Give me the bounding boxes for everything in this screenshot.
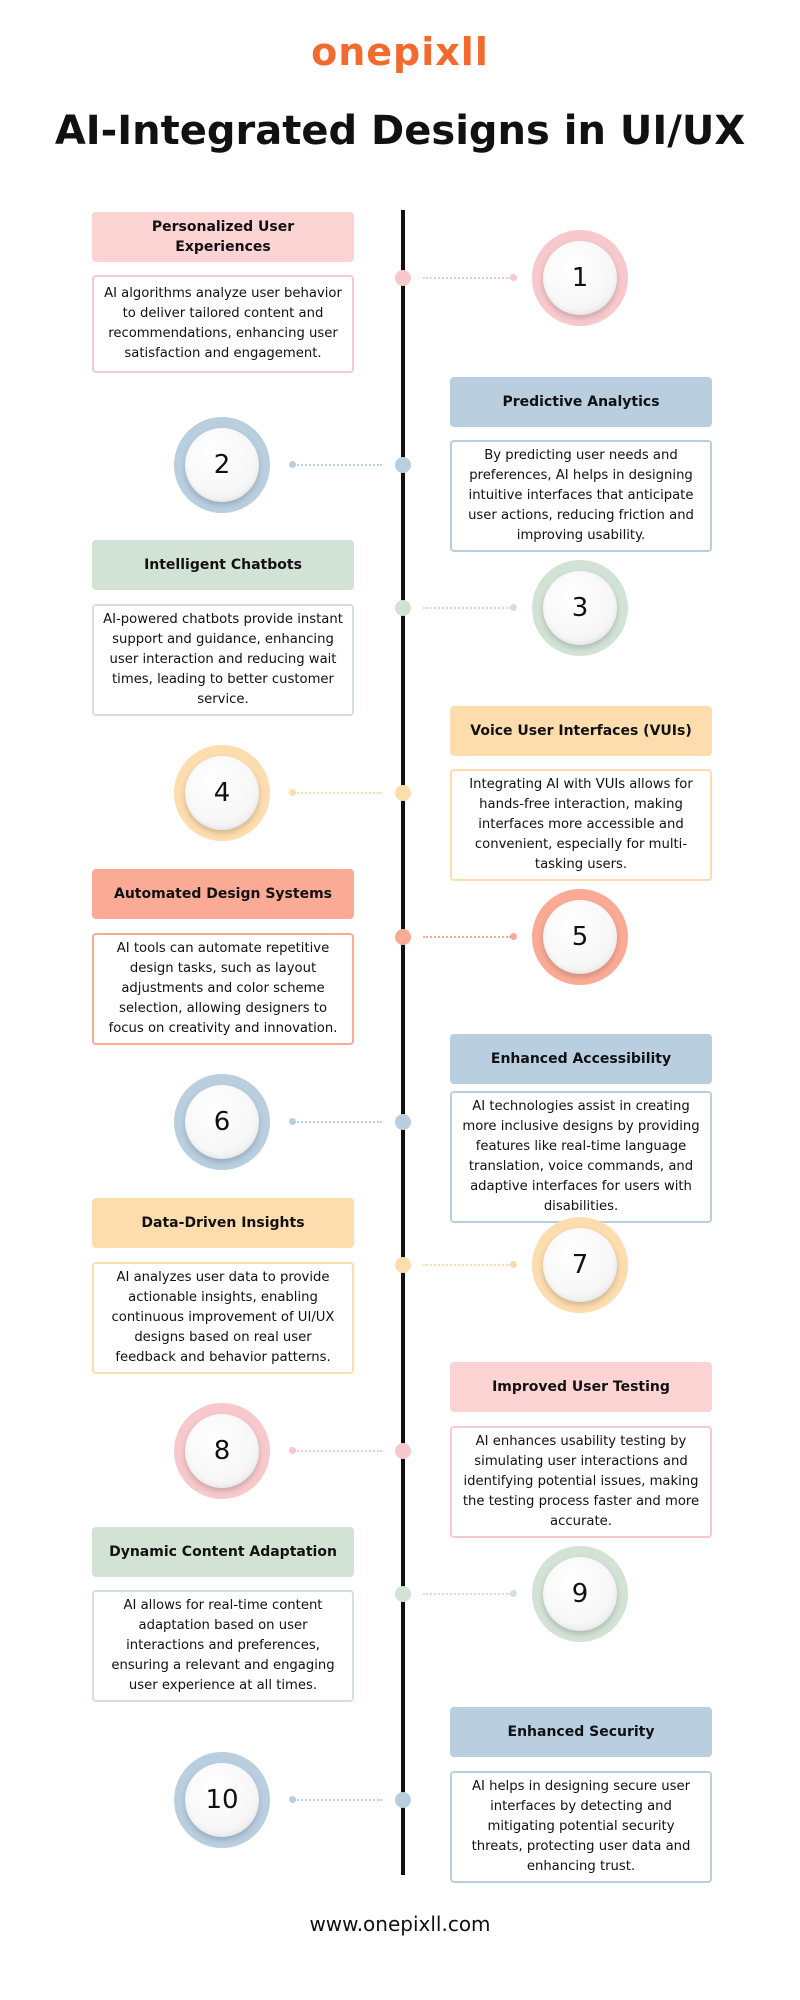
number-badge: 5 <box>532 889 628 985</box>
item-description: AI helps in designing secure user interf… <box>450 1771 712 1883</box>
number-badge: 7 <box>532 1217 628 1313</box>
timeline-dot <box>395 1114 411 1130</box>
item-number: 7 <box>543 1228 617 1302</box>
item-description: AI algorithms analyze user behavior to d… <box>92 275 354 373</box>
item-number: 3 <box>543 571 617 645</box>
connector-endpoint <box>510 933 517 940</box>
dotted-connector <box>423 277 511 279</box>
item-title: Data-Driven Insights <box>92 1198 354 1248</box>
item-title: Improved User Testing <box>450 1362 712 1412</box>
item-description: AI technologies assist in creating more … <box>450 1091 712 1223</box>
dotted-connector <box>294 792 382 794</box>
item-description: AI analyzes user data to provide actiona… <box>92 1262 354 1374</box>
page-title: AI-Integrated Designs in UI/UX <box>54 108 746 154</box>
number-badge: 1 <box>532 230 628 326</box>
website-url[interactable]: www.onepixll.com <box>309 1912 491 1936</box>
dotted-connector <box>423 1593 511 1595</box>
item-title: Predictive Analytics <box>450 377 712 427</box>
timeline-dot <box>395 600 411 616</box>
timeline-line <box>401 210 405 1875</box>
item-description: AI allows for real-time content adaptati… <box>92 1590 354 1702</box>
number-badge: 3 <box>532 560 628 656</box>
number-badge: 4 <box>174 745 270 841</box>
item-number: 9 <box>543 1557 617 1631</box>
brand-logo: onepixll <box>311 30 489 74</box>
item-title: Intelligent Chatbots <box>92 540 354 590</box>
timeline-dot <box>395 1586 411 1602</box>
dotted-connector <box>294 1121 382 1123</box>
item-number: 2 <box>185 428 259 502</box>
item-description: AI tools can automate repetitive design … <box>92 933 354 1045</box>
connector-endpoint <box>289 1447 296 1454</box>
timeline-dot <box>395 457 411 473</box>
number-badge: 10 <box>174 1752 270 1848</box>
timeline-dot <box>395 1792 411 1808</box>
timeline-dot <box>395 1443 411 1459</box>
number-badge: 9 <box>532 1546 628 1642</box>
item-number: 1 <box>543 241 617 315</box>
number-badge: 8 <box>174 1403 270 1499</box>
connector-endpoint <box>289 1118 296 1125</box>
item-number: 10 <box>185 1763 259 1837</box>
item-description: Integrating AI with VUIs allows for hand… <box>450 769 712 881</box>
connector-endpoint <box>289 461 296 468</box>
timeline-dot <box>395 270 411 286</box>
dotted-connector <box>423 1264 511 1266</box>
item-description: AI-powered chatbots provide instant supp… <box>92 604 354 716</box>
dotted-connector <box>294 1450 382 1452</box>
item-number: 6 <box>185 1085 259 1159</box>
item-title: Dynamic Content Adaptation <box>92 1527 354 1577</box>
connector-endpoint <box>289 1796 296 1803</box>
item-description: By predicting user needs and preferences… <box>450 440 712 552</box>
dotted-connector <box>294 464 382 466</box>
item-title: Personalized User Experiences <box>92 212 354 262</box>
dotted-connector <box>294 1799 382 1801</box>
connector-endpoint <box>510 604 517 611</box>
dotted-connector <box>423 936 511 938</box>
timeline-dot <box>395 929 411 945</box>
timeline-dot <box>395 1257 411 1273</box>
number-badge: 2 <box>174 417 270 513</box>
item-title: Enhanced Accessibility <box>450 1034 712 1084</box>
item-description: AI enhances usability testing by simulat… <box>450 1426 712 1538</box>
item-title: Automated Design Systems <box>92 869 354 919</box>
item-title: Voice User Interfaces (VUIs) <box>450 706 712 756</box>
item-number: 8 <box>185 1414 259 1488</box>
connector-endpoint <box>510 1261 517 1268</box>
item-number: 5 <box>543 900 617 974</box>
item-number: 4 <box>185 756 259 830</box>
connector-endpoint <box>289 789 296 796</box>
connector-endpoint <box>510 274 517 281</box>
connector-endpoint <box>510 1590 517 1597</box>
number-badge: 6 <box>174 1074 270 1170</box>
timeline-dot <box>395 785 411 801</box>
item-title: Enhanced Security <box>450 1707 712 1757</box>
dotted-connector <box>423 607 511 609</box>
